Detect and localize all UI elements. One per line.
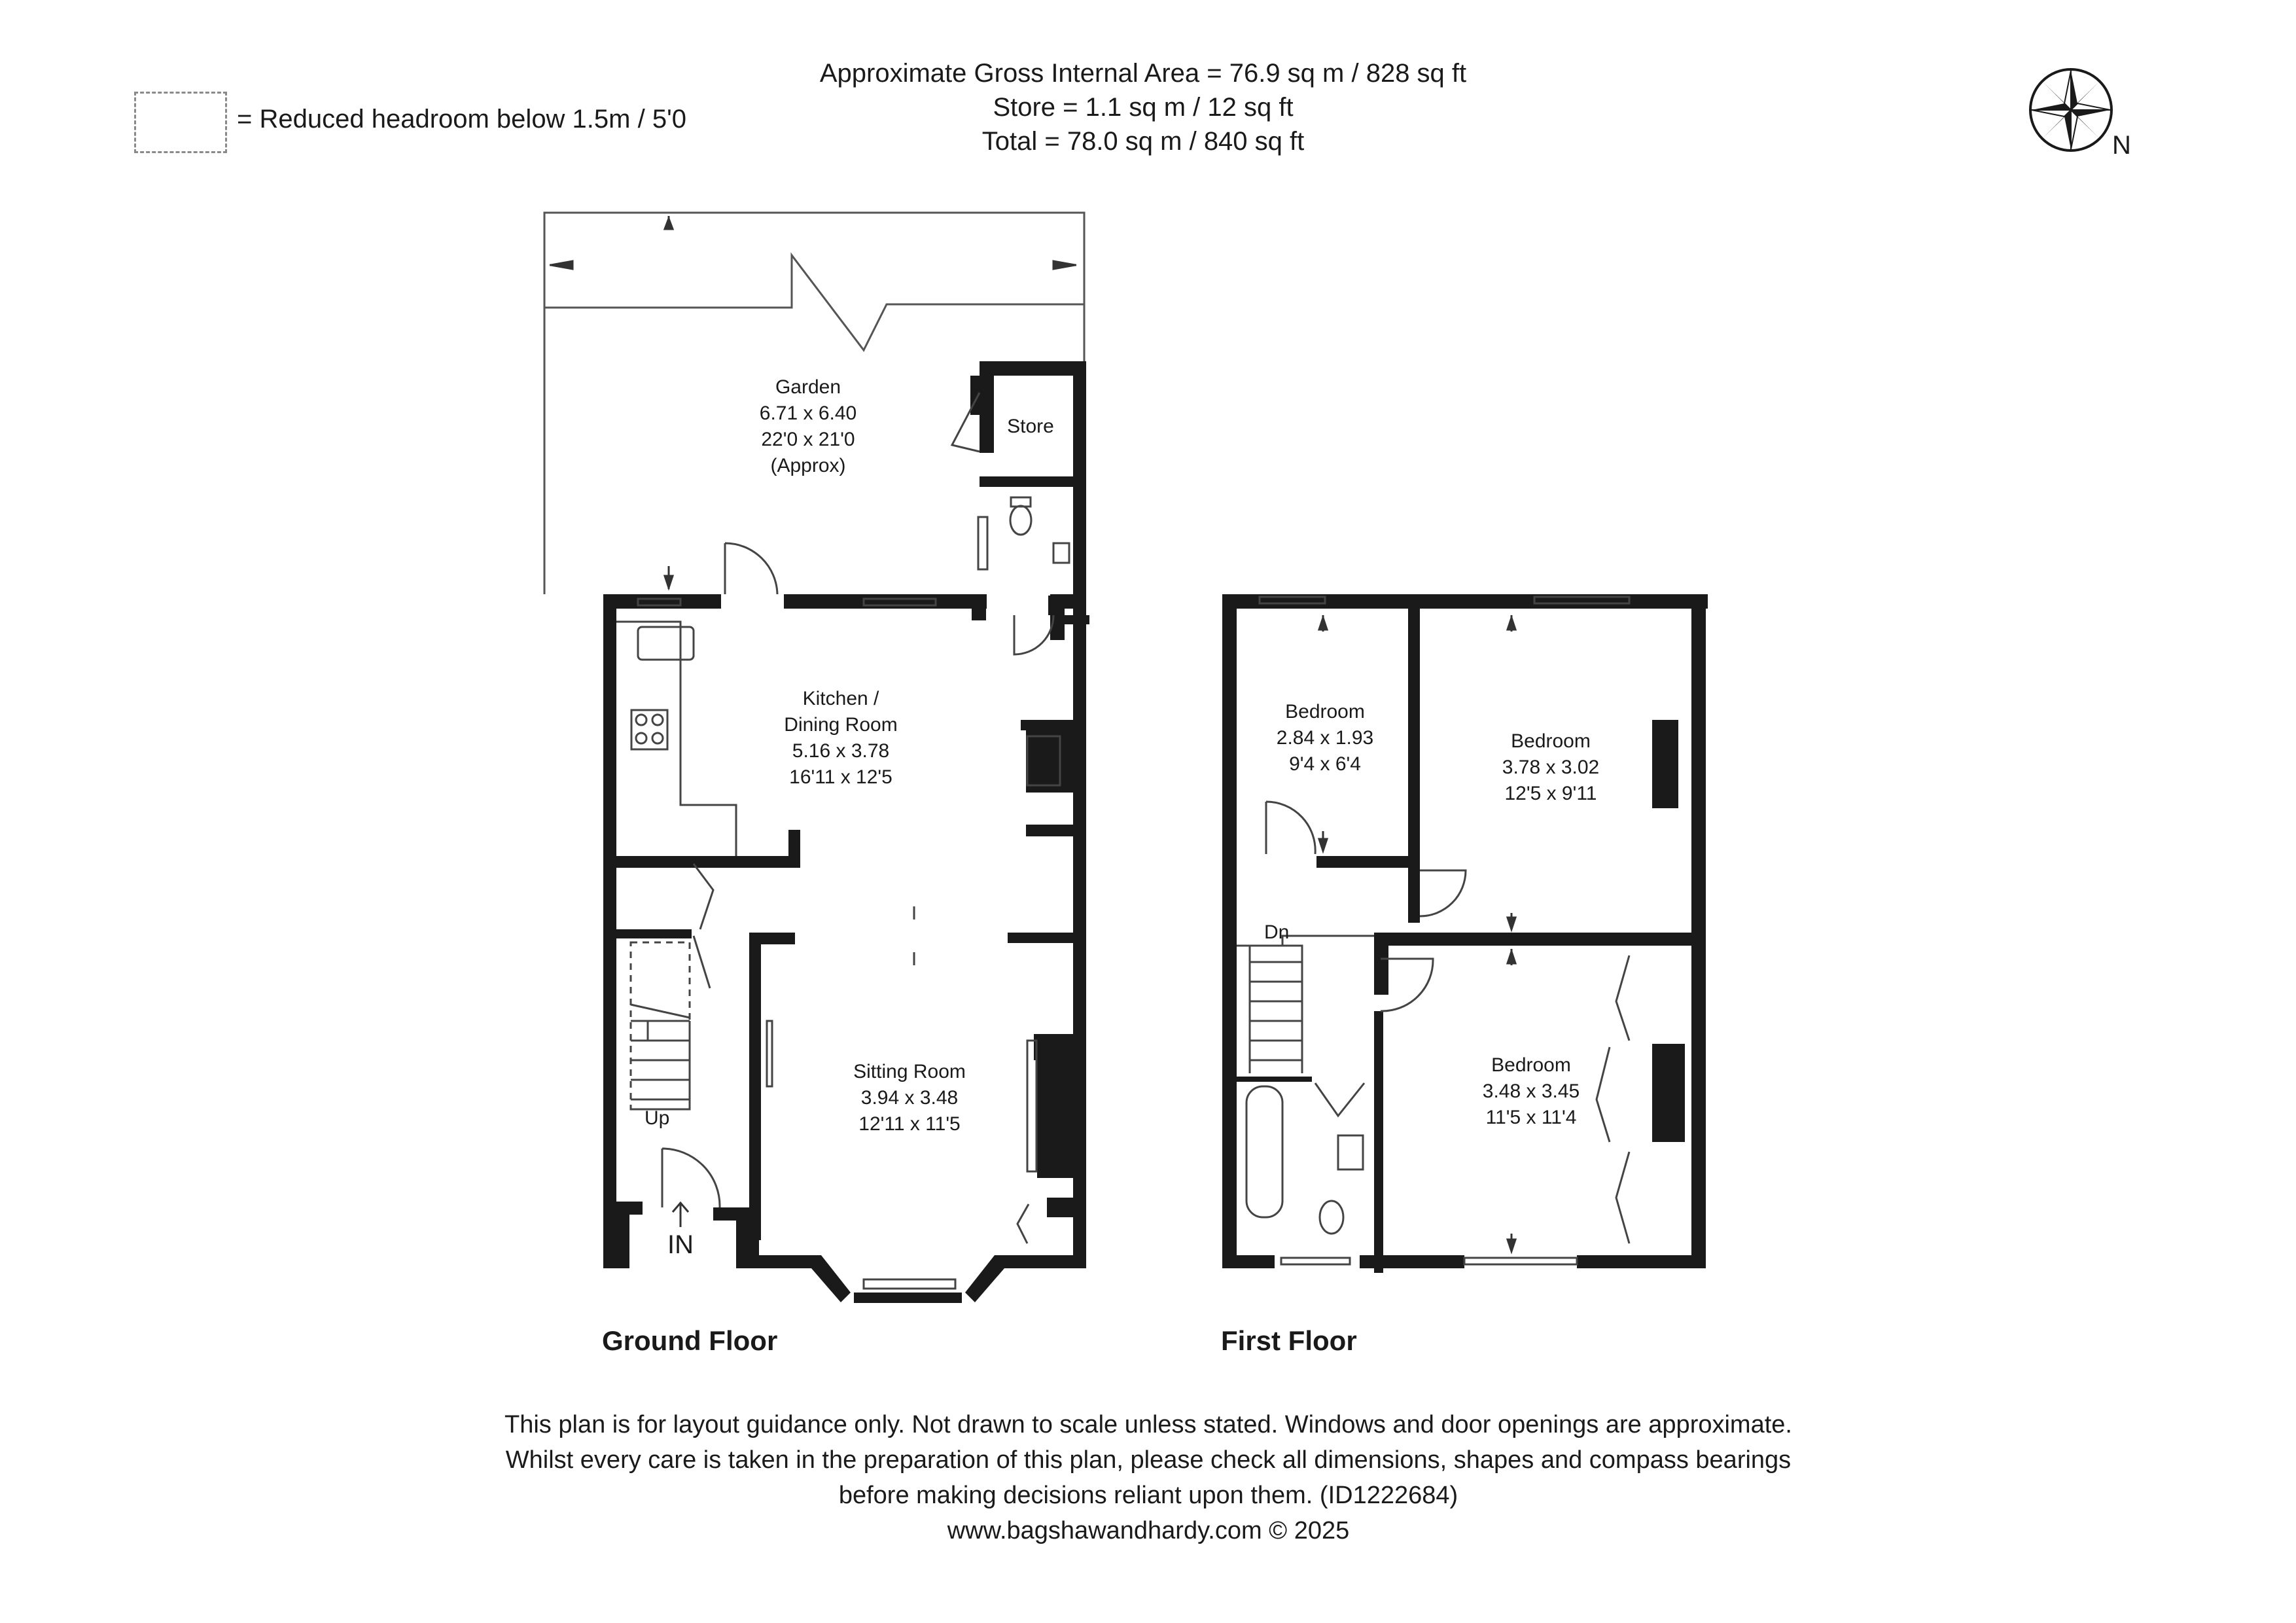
kitchen-metric: 5.16 x 3.78: [792, 740, 890, 762]
entrance-arrow-icon: [671, 1201, 690, 1227]
sitting-room-label: Sitting Room 3.94 x 3.48 12'11 x 11'5: [811, 1059, 1008, 1137]
ground-floor-walls: [603, 361, 1089, 1303]
disclaimer-line-1: This plan is for layout guidance only. N…: [504, 1411, 1792, 1438]
entrance-label: IN: [667, 1230, 694, 1259]
kitchen-label: Kitchen / Dining Room 5.16 x 3.78 16'11 …: [733, 686, 949, 791]
first-floor-title: First Floor: [1221, 1325, 1357, 1356]
ground-floor-stairs: [629, 941, 691, 1111]
bedroom-front-name: Bedroom: [1491, 1054, 1571, 1076]
bedroom-front-imperial: 11'5 x 11'4: [1485, 1107, 1577, 1128]
garden-note: (Approx): [770, 455, 846, 476]
bedroom-large-imperial: 12'5 x 9'11: [1504, 783, 1597, 804]
garden-dimension-arrows: [550, 215, 1076, 591]
wc-and-store-fittings: [950, 392, 1070, 656]
sitting-room-metric: 3.94 x 3.48: [860, 1087, 959, 1109]
kitchen-name-line2: Dining Room: [784, 714, 898, 736]
garden-outline: [543, 211, 1086, 594]
ground-stairs-up-label: Up: [645, 1107, 670, 1129]
disclaimer-line-2: Whilst every care is taken in the prepar…: [505, 1446, 1792, 1474]
first-floor-stairs: [1237, 935, 1374, 1073]
reduced-headroom-legend-label: = Reduced headroom below 1.5m / 5'0: [237, 105, 686, 134]
ground-floor-title: Ground Floor: [602, 1325, 778, 1356]
first-stairs-down-label: Dn: [1264, 921, 1290, 943]
garden-label: Garden 6.71 x 6.40 22'0 x 21'0 (Approx): [710, 374, 906, 479]
bedroom-front-metric: 3.48 x 3.45: [1482, 1080, 1580, 1102]
bedroom-small-name: Bedroom: [1285, 701, 1365, 722]
bedroom-large-metric: 3.78 x 3.02: [1502, 757, 1600, 778]
website-copyright: www.bagshawandhardy.com © 2025: [947, 1517, 1350, 1544]
kitchen-fittings: [616, 597, 1061, 856]
kitchen-name-line1: Kitchen /: [802, 688, 879, 709]
garden-imperial: 22'0 x 21'0: [761, 429, 855, 450]
bedroom-small-label: Bedroom 2.84 x 1.93 9'4 x 6'4: [1243, 699, 1407, 777]
ground-floor-doors: [661, 542, 1038, 1244]
disclaimer-line-3: before making decisions reliant upon the…: [838, 1482, 1458, 1509]
sitting-room-details: [862, 906, 957, 1290]
disclaimer-text: This plan is for layout guidance only. N…: [363, 1407, 1934, 1548]
bedroom-large-label: Bedroom 3.78 x 3.02 12'5 x 9'11: [1459, 728, 1642, 807]
kitchen-imperial: 16'11 x 12'5: [789, 766, 892, 788]
first-floor-dimension-arrows: [1317, 615, 1517, 1255]
compass-north-label: N: [2112, 131, 2131, 160]
reduced-headroom-legend-swatch: [134, 92, 227, 153]
garden-name: Garden: [775, 376, 841, 398]
sitting-room-imperial: 12'11 x 11'5: [858, 1113, 961, 1135]
first-floor-walls: [1222, 594, 1708, 1273]
first-floor-fittings: [1245, 596, 1631, 1266]
garden-metric: 6.71 x 6.40: [759, 402, 857, 424]
total-area-text: Total = 78.0 sq m / 840 sq ft: [981, 127, 1305, 156]
store-area-text: Store = 1.1 sq m / 12 sq ft: [993, 93, 1294, 122]
gross-area-text: Approximate Gross Internal Area = 76.9 s…: [819, 59, 1467, 88]
bedroom-small-imperial: 9'4 x 6'4: [1289, 753, 1361, 775]
store-label: Store: [1007, 416, 1054, 437]
bedroom-front-label: Bedroom 3.48 x 3.45 11'5 x 11'4: [1439, 1052, 1623, 1131]
bedroom-large-name: Bedroom: [1511, 730, 1591, 752]
bedroom-small-metric: 2.84 x 1.93: [1276, 727, 1374, 749]
compass-rose-icon: [2029, 68, 2113, 152]
sitting-room-name: Sitting Room: [853, 1061, 966, 1082]
